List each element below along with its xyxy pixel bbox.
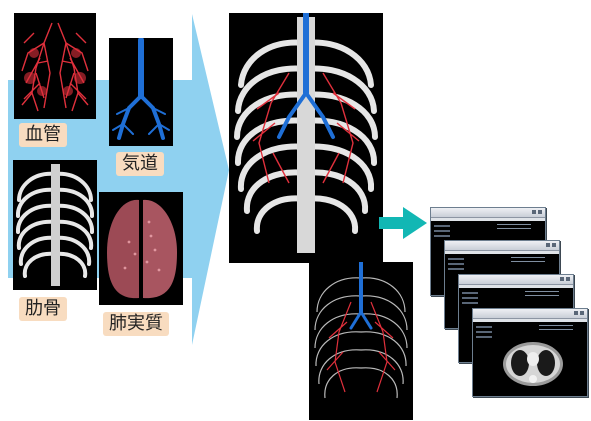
combined-chest-rendering	[229, 13, 383, 263]
ribs-label: 肋骨	[19, 297, 67, 321]
airway-image	[109, 38, 173, 146]
blood-vessels-label: 血管	[19, 123, 67, 147]
lung-parenchyma-image	[99, 192, 183, 305]
ct-slice-image	[501, 337, 565, 389]
lung-parenchyma-label: 肺実質	[103, 312, 169, 336]
airway-label: 気道	[116, 152, 164, 176]
app-window-4	[472, 308, 588, 397]
right-arrow-icon	[377, 205, 429, 241]
ribs-image	[13, 160, 97, 290]
blood-vessels-image	[14, 13, 96, 119]
translucent-chest-rendering	[309, 262, 413, 420]
